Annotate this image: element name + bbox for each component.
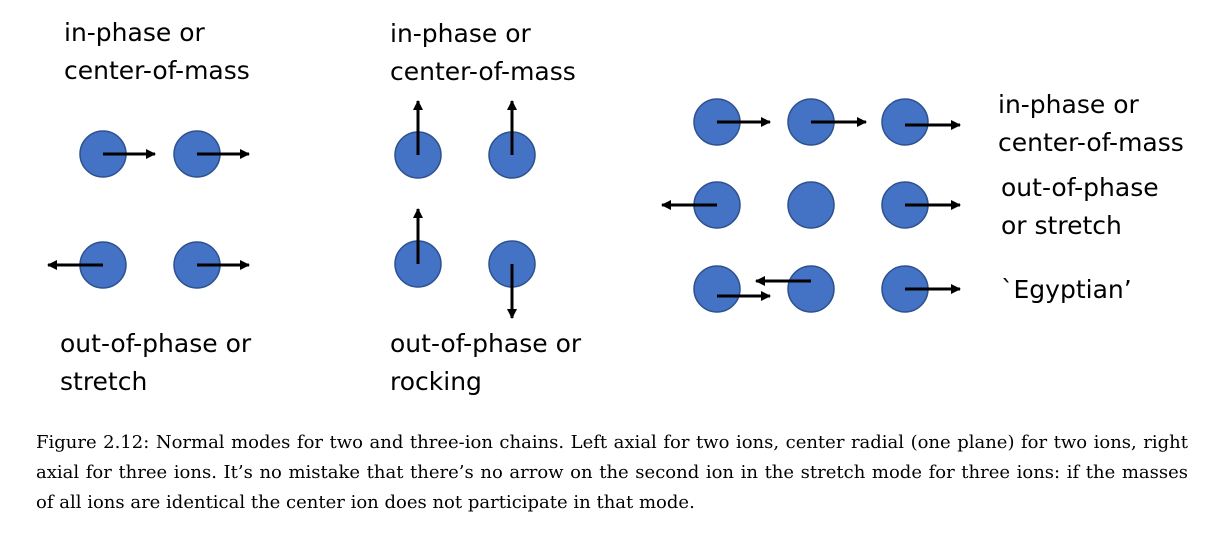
ion-circle [693, 265, 741, 313]
caption-figure-label: Figure 2.12: [36, 432, 150, 453]
center-bottom-label-line2: rocking [390, 367, 482, 396]
right-row3-label: `Egyptian’ [1001, 271, 1132, 309]
center-rocking-mode [394, 208, 536, 319]
left-inphase-mode [79, 130, 250, 178]
ion-circle [787, 265, 835, 313]
right-row1-label-line1: in-phase or [998, 90, 1139, 119]
center-bottom-label-line1: out-of-phase or [390, 329, 582, 358]
right-row1-label: in-phase or center-of-mass [998, 86, 1184, 162]
left-top-label: in-phase or center-of-mass [64, 14, 250, 90]
ion-circle [787, 181, 835, 229]
left-bottom-label-line1: out-of-phase or [60, 329, 252, 358]
center-top-label-line2: center-of-mass [390, 57, 576, 86]
normal-modes-diagram [47, 98, 961, 319]
ion-circle [881, 98, 929, 146]
right-stretch-mode [661, 181, 961, 229]
left-bottom-label: out-of-phase or stretch [60, 325, 251, 401]
left-top-label-line2: center-of-mass [64, 56, 250, 85]
left-top-label-line1: in-phase or [64, 18, 205, 47]
center-top-label: in-phase or center-of-mass [390, 15, 576, 91]
right-egyptian-mode [693, 265, 961, 313]
left-stretch-mode [47, 241, 250, 289]
caption-text: Normal modes for two and three-ion chain… [36, 432, 1188, 513]
right-row3-label-line1: `Egyptian’ [1001, 275, 1132, 304]
right-row2-label-line1: out-of-phase [1001, 173, 1159, 202]
center-bottom-label: out-of-phase or rocking [390, 325, 581, 401]
right-row1-label-line2: center-of-mass [998, 128, 1184, 157]
right-row2-label-line2: or stretch [1001, 211, 1122, 240]
figure-caption: Figure 2.12: Normal modes for two and th… [36, 428, 1188, 518]
right-row2-label: out-of-phase or stretch [1001, 169, 1159, 245]
right-inphase-mode [693, 98, 961, 146]
left-bottom-label-line2: stretch [60, 367, 148, 396]
center-top-label-line1: in-phase or [390, 19, 531, 48]
center-inphase-mode [394, 100, 536, 179]
